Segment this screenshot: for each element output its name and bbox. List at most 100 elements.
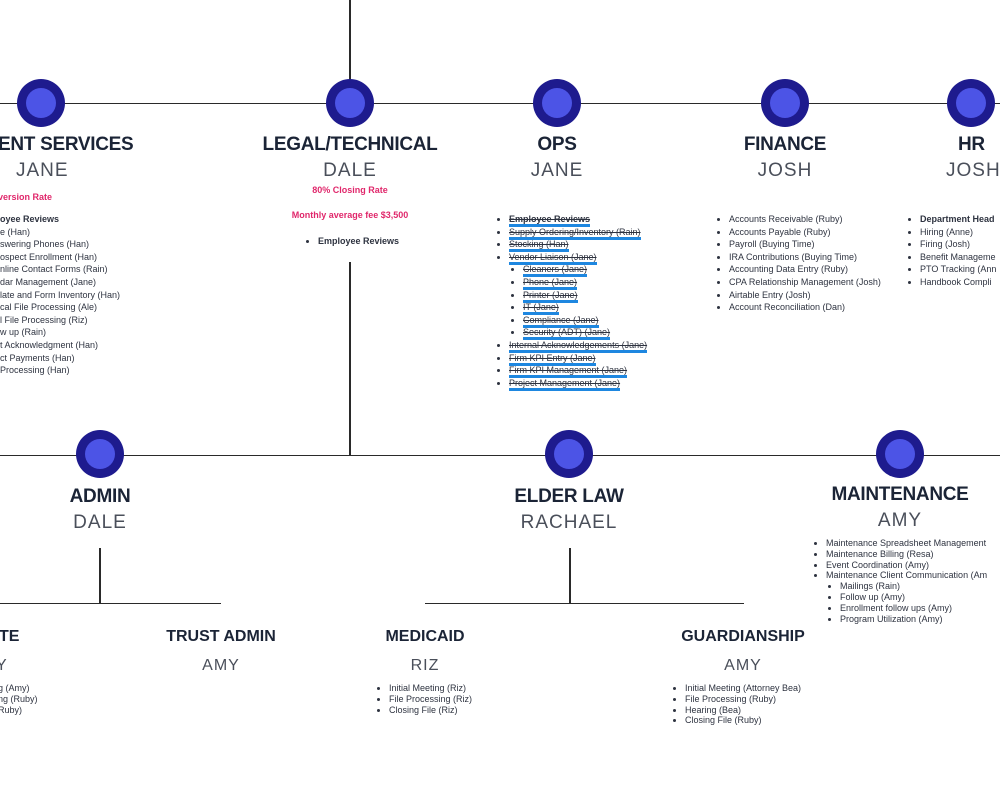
list-item: CPA Relationship Management (Josh) — [729, 276, 881, 289]
list-item: Cleaners (Jane) — [523, 263, 647, 278]
list-item: Benefit Manageme — [920, 251, 996, 264]
trust-admin-title: TRUST ADMIN — [166, 628, 276, 645]
list-item: Printer (Jane) — [523, 289, 647, 303]
admin-branch-line — [0, 603, 221, 604]
ops-person: JANE — [530, 160, 584, 181]
hr-person: JOSH — [946, 160, 1000, 181]
maintenance-list: Maintenance Spreadsheet Management Maint… — [814, 538, 987, 624]
list-item: Closing File (Ruby) — [685, 715, 801, 726]
list-item: Security (ADT) (Jane) — [523, 326, 647, 341]
list-item: Employee Reviews — [509, 213, 647, 227]
estate-title: TE — [0, 628, 20, 645]
legal-down-line — [349, 262, 351, 456]
elder-law-title: ELDER LAW — [514, 486, 624, 507]
legal-title: LEGAL/TECHNICAL — [262, 134, 438, 155]
list-item: Payroll (Buying Time) — [729, 238, 881, 251]
list-item: Supply Ordering/Inventory (Rain) — [509, 226, 647, 240]
admin-node — [76, 430, 124, 478]
ops-node — [533, 79, 581, 127]
list-item: Enrollment follow ups (Amy) — [840, 603, 987, 614]
top-horizontal-line — [0, 103, 1000, 104]
elderlaw-branch-line — [425, 603, 744, 604]
list-item: PTO Tracking (Ann — [920, 263, 996, 276]
list-item: Accounts Receivable (Ruby) — [729, 213, 881, 226]
list-item: g (Amy) — [0, 683, 30, 693]
medicaid-person: RIZ — [410, 657, 440, 674]
list-item: Maintenance Spreadsheet Management — [826, 538, 987, 549]
list-item: Internal Acknowledgements (Jane) — [509, 339, 648, 353]
medicaid-title: MEDICAID — [385, 628, 465, 645]
guardianship-list: Initial Meeting (Attorney Bea)File Proce… — [673, 683, 801, 726]
client-services-title: ENT SERVICES — [0, 134, 134, 155]
estate-list: g (Amy)ng (Ruby)Ruby) — [0, 683, 38, 715]
list-item: Phone (Jane) — [523, 276, 647, 290]
list-item: Mailings (Rain) — [840, 581, 987, 592]
list-item: IRA Contributions (Buying Time) — [729, 251, 881, 264]
list-item: File Processing (Riz) — [389, 694, 472, 705]
list-item: Airtable Entry (Josh) — [729, 289, 881, 302]
maintenance-node — [876, 430, 924, 478]
hr-list: Department HeadHiring (Anne)Firing (Josh… — [908, 213, 996, 289]
list-item: Follow up (Amy) — [840, 592, 987, 603]
list-item: Department Head — [920, 213, 996, 226]
list-item: File Processing (Ruby) — [685, 694, 801, 705]
estate-person: Y — [0, 657, 8, 674]
list-item: nline Contact Forms (Rain) — [0, 263, 120, 276]
list-item: Event Coordination (Amy) — [826, 560, 987, 571]
middle-horizontal-line — [0, 455, 1000, 456]
legal-metric-closing: 80% Closing Rate — [312, 185, 388, 195]
list-item: Vendor Liaison (Jane) Cleaners (Jane) Ph… — [509, 251, 647, 341]
legal-list: Employee Reviews — [306, 235, 399, 248]
list-item: Project Management (Jane) — [509, 377, 647, 391]
admin-person: DALE — [73, 512, 127, 533]
list-item: Firm KPI Entry (Jane) — [509, 352, 647, 366]
list-item: IT (Jane) — [523, 301, 647, 316]
legal-node — [326, 79, 374, 127]
client-services-person: JANE — [16, 160, 69, 181]
list-item: Compliance (Jane) — [523, 314, 647, 328]
finance-node — [761, 79, 809, 127]
list-item: ng (Ruby) — [0, 693, 38, 704]
list-item: Closing File (Riz) — [389, 705, 472, 716]
client-services-metric: version Rate — [0, 192, 53, 202]
trust-admin-person: AMY — [202, 657, 240, 674]
ops-title: OPS — [537, 134, 577, 155]
elder-law-node — [545, 430, 593, 478]
legal-person: DALE — [323, 160, 377, 181]
list-item: Firm KPI Management (Jane) — [509, 364, 647, 379]
finance-person: JOSH — [757, 160, 813, 181]
list-item: ospect Enrollment (Han) — [0, 251, 120, 264]
list-item: Processing (Han) — [0, 364, 120, 377]
list-item: Account Reconciliation (Dan) — [729, 301, 881, 314]
list-item: late and Form Inventory (Han) — [0, 289, 120, 302]
elder-law-person: RACHAEL — [520, 512, 618, 533]
medicaid-list: Initial Meeting (Riz)File Processing (Ri… — [377, 683, 472, 715]
hr-title: HR — [958, 134, 985, 155]
list-item: Firing (Josh) — [920, 238, 996, 251]
finance-list: Accounts Receivable (Ruby)Accounts Payab… — [717, 213, 881, 314]
list-item: cal File Processing (Ale) — [0, 301, 120, 314]
list-item: t Acknowledgment (Han) — [0, 339, 120, 352]
list-item: Maintenance Billing (Resa) — [826, 549, 987, 560]
list-item: Hiring (Anne) — [920, 226, 996, 239]
list-item: l File Processing (Riz) — [0, 314, 120, 327]
list-item: Ruby) — [0, 704, 23, 715]
client-services-node — [17, 79, 65, 127]
list-item: Handbook Compli — [920, 276, 996, 289]
list-item: Stocking (Han) — [509, 238, 647, 253]
top-vertical-line — [349, 0, 351, 80]
list-item: ct Payments (Han) — [0, 352, 120, 365]
list-item: Maintenance Client Communication (Am — [826, 570, 987, 581]
list-item: oyee Reviews — [0, 213, 120, 226]
list-item: Program Utilization (Amy) — [840, 614, 987, 625]
hr-node — [947, 79, 995, 127]
finance-title: FINANCE — [743, 134, 827, 155]
maintenance-person: AMY — [877, 510, 923, 531]
client-services-list: oyee Reviewse (Han)swering Phones (Han)o… — [0, 213, 120, 377]
list-item: swering Phones (Han) — [0, 238, 120, 251]
list-item: Accounts Payable (Ruby) — [729, 226, 881, 239]
guardianship-person: AMY — [724, 657, 762, 674]
admin-down-line — [99, 548, 101, 604]
legal-metric-fee: Monthly average fee $3,500 — [291, 210, 409, 220]
list-item: dar Management (Jane) — [0, 276, 120, 289]
